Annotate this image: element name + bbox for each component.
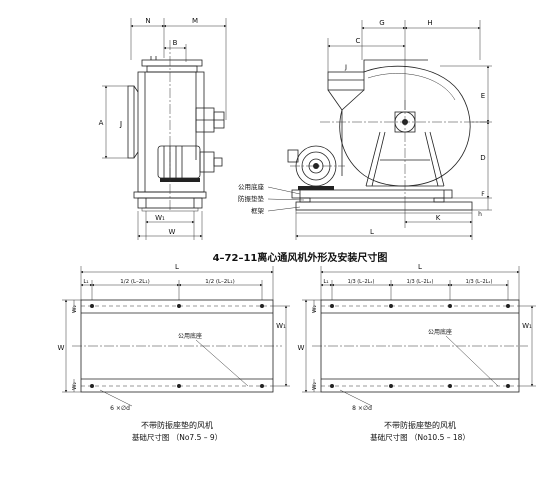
plan-left-span-1: 1/2 (L–2L₁) xyxy=(120,279,149,285)
plan-view-left: L L₁ 1/2 (L–2L₁) 1/2 (L–2L₁) W W₂ W₂ xyxy=(58,263,290,442)
plan-left-w2-top: W₂ xyxy=(72,305,78,313)
dim-w1-label: W₁ xyxy=(155,214,165,222)
plan-left-l-label: L xyxy=(175,263,179,271)
plan-right-caption-1: 不带防振座垫的风机 xyxy=(384,420,456,430)
dim-g-label: G xyxy=(379,19,384,27)
dim-m-label: M xyxy=(192,17,198,25)
dim-b-label: B xyxy=(173,39,178,47)
plan-right-w1-label: W₁ xyxy=(522,322,532,330)
plan-right-w2-top: W₂ xyxy=(312,305,318,313)
plan-right-holes-label: 8 ×∅d xyxy=(352,405,372,412)
plan-right-base-label: 公用底座 xyxy=(428,328,452,336)
front-view: G H C ȷ xyxy=(238,19,492,240)
plan-left-caption-1: 不带防振座垫的风机 xyxy=(141,420,213,430)
plan-left-w1-label: W₁ xyxy=(276,322,286,330)
plan-left-l1-label: L₁ xyxy=(83,279,88,285)
plan-right-span-3: 1/3 (L–2L₁) xyxy=(466,279,493,285)
callout-anti-vibration-pad: 防振垫垫 xyxy=(238,194,265,203)
plan-right-span-2: 1/3 (L–2L₁) xyxy=(407,279,434,285)
plan-left-caption-2: 基础尺寸图 （No7.5 – 9） xyxy=(132,432,222,442)
dim-a-label: A xyxy=(99,119,104,127)
plan-left-w2-bottom: W₂ xyxy=(72,382,78,390)
plan-right-l1-label: L₁ xyxy=(323,279,328,285)
dim-k-label: K xyxy=(436,214,441,222)
side-view: N M B A ȷ xyxy=(99,17,227,240)
dim-f-label: F xyxy=(481,191,485,198)
callout-common-base: 公用底座 xyxy=(238,182,265,191)
plan-right-l-label: L xyxy=(418,263,422,271)
plan-left-base-label: 公用底座 xyxy=(178,332,202,340)
plan-right-w2-bottom: W₂ xyxy=(312,382,318,390)
dim-l-label: L xyxy=(370,228,374,236)
plan-right-caption-2: 基础尺寸图 （No10.5 – 18） xyxy=(370,432,470,442)
dim-n-label: N xyxy=(145,17,150,25)
dim-w-label: W xyxy=(169,228,176,236)
plan-left-span-2: 1/2 (L–2L₁) xyxy=(205,279,234,285)
dim-h-label: H xyxy=(427,19,432,27)
svg-text:ȷ: ȷ xyxy=(119,119,123,129)
plan-left-holes-label: 6 ×∅d xyxy=(110,405,130,412)
dim-d-label: D xyxy=(480,154,485,162)
plan-left-w-label: W xyxy=(58,344,65,352)
dim-h-small-label: h xyxy=(478,211,482,218)
svg-text:ȷ: ȷ xyxy=(344,62,347,71)
dim-c-label: C xyxy=(356,37,361,45)
dim-e-label: E xyxy=(481,92,485,100)
plan-right-span-1: 1/3 (L–2L₁) xyxy=(348,279,375,285)
main-caption: 4–72–11离心通风机外形及安装尺寸图 xyxy=(213,251,388,264)
plan-right-w-label: W xyxy=(298,344,305,352)
callout-frame: 框架 xyxy=(251,206,265,215)
plan-view-right: L L₁ 1/3 (L–2L₁) 1/3 (L–2L₁) 1/3 (L–2L₁)… xyxy=(298,263,536,442)
